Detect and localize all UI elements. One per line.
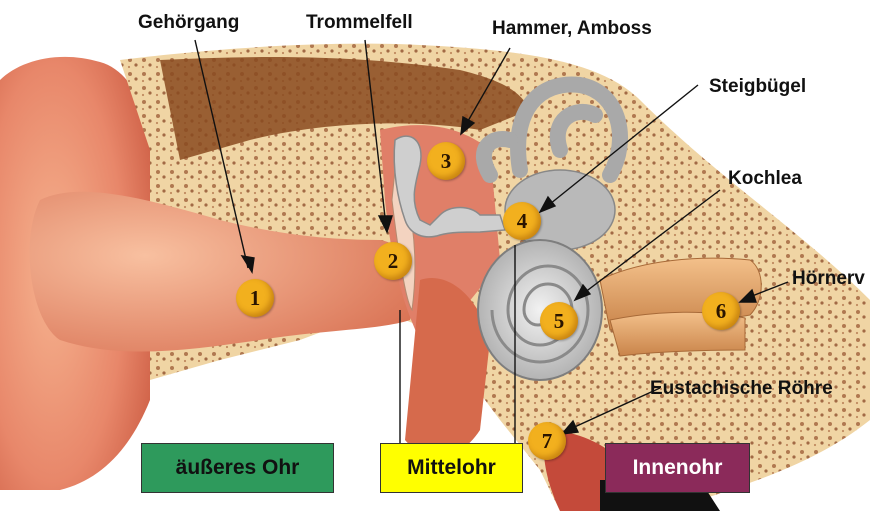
marker-4: 4 [503, 202, 541, 240]
label-eustachische-roehre: Eustachische Röhre [650, 378, 833, 400]
label-hoernerv: Hörnerv [792, 268, 865, 290]
region-middle-ear: Mittelohr [380, 443, 523, 493]
label-trommelfell: Trommelfell [306, 12, 413, 34]
region-inner-ear: Innenohr [605, 443, 750, 493]
label-kochlea: Kochlea [728, 168, 802, 190]
marker-3: 3 [427, 142, 465, 180]
marker-6: 6 [702, 292, 740, 330]
label-steigbuegel: Steigbügel [709, 76, 806, 98]
cochlea-shape [478, 240, 602, 380]
marker-7: 7 [528, 422, 566, 460]
marker-1: 1 [236, 279, 274, 317]
marker-5: 5 [540, 302, 578, 340]
label-hammer-amboss: Hammer, Amboss [492, 18, 652, 40]
region-outer-ear: äußeres Ohr [141, 443, 334, 493]
marker-2: 2 [374, 242, 412, 280]
label-gehoergang: Gehörgang [138, 12, 239, 34]
